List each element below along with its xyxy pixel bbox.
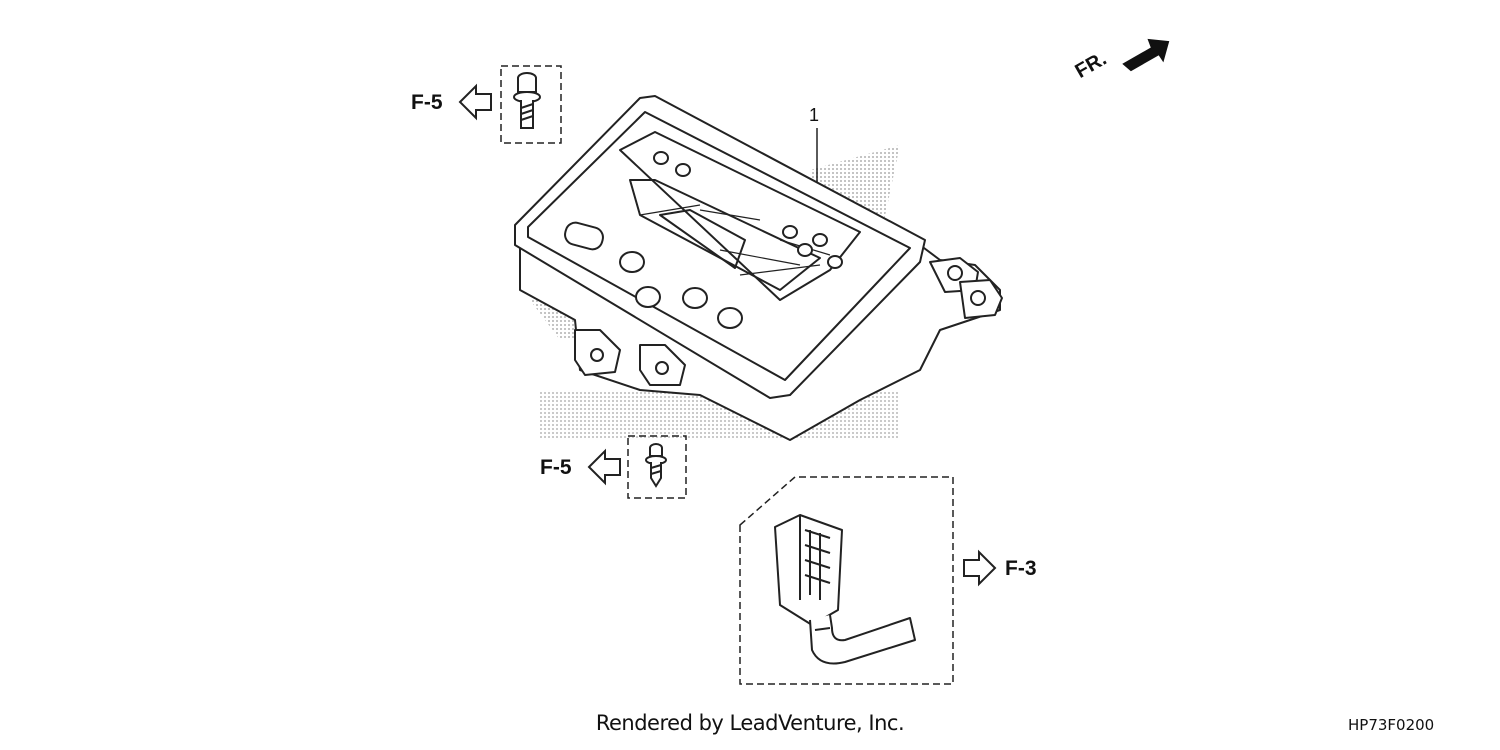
ref-label-top: F-5 bbox=[411, 91, 443, 114]
front-direction-arrow-icon bbox=[1122, 38, 1170, 72]
diagram-code: HP73F0200 bbox=[1348, 716, 1435, 734]
render-credit: Rendered by LeadVenture, Inc. bbox=[595, 711, 905, 735]
meter-assembly-drawing bbox=[514, 95, 1003, 441]
bolt-top-drawing bbox=[500, 65, 562, 144]
ref-label-mid: F-5 bbox=[540, 456, 572, 479]
part-callout-1: 1 bbox=[809, 105, 820, 125]
ref-arrow-right-icon bbox=[963, 549, 997, 587]
ref-label-right: F-3 bbox=[1005, 557, 1037, 580]
ref-arrow-mid-icon bbox=[587, 448, 621, 486]
connector-harness-drawing bbox=[739, 476, 954, 685]
ref-arrow-top-icon bbox=[458, 83, 492, 121]
screw-mid-drawing bbox=[627, 435, 687, 499]
